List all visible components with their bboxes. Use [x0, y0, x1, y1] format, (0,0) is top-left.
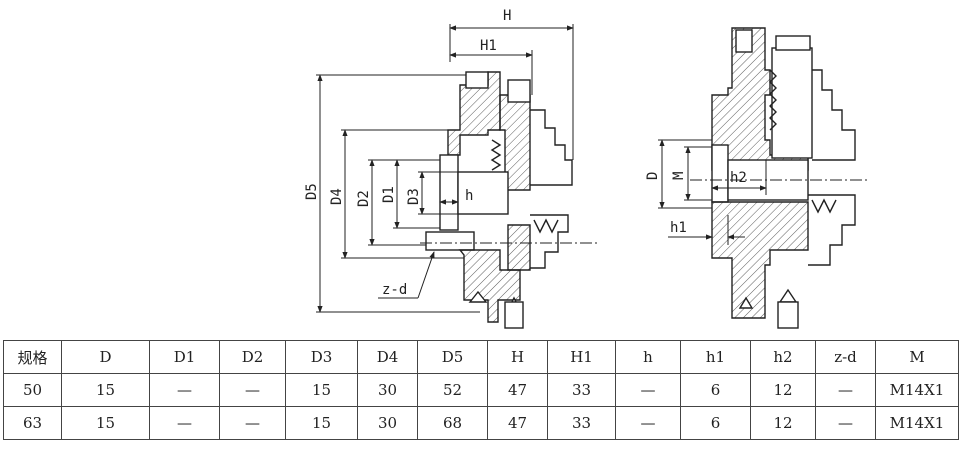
header-cell: D5: [417, 340, 488, 374]
table-cell: 15: [61, 406, 150, 440]
table-cell: —: [219, 373, 286, 407]
dim-label-h1: h1: [670, 220, 687, 236]
spec-table: 规格 D D1 D2 D3 D4 D5 H H1 h h1 h2 z-d M 5…: [3, 340, 959, 440]
dim-label-H: H: [503, 8, 511, 24]
header-cell: D2: [219, 340, 286, 374]
table-cell: M14X1: [875, 373, 959, 407]
header-cell: D3: [285, 340, 358, 374]
header-cell: h1: [680, 340, 751, 374]
table-cell: 15: [285, 373, 358, 407]
table-cell: 33: [547, 373, 616, 407]
header-cell: H: [487, 340, 548, 374]
header-cell: h: [615, 340, 681, 374]
header-cell: D1: [149, 340, 220, 374]
dim-label-D5: D5: [304, 183, 320, 200]
table-cell: 15: [285, 406, 358, 440]
table-cell: 12: [750, 406, 816, 440]
table-cell: 6: [680, 373, 751, 407]
header-cell: H1: [547, 340, 616, 374]
table-cell: —: [815, 373, 876, 407]
header-cell: h2: [750, 340, 816, 374]
table-cell: 6: [680, 406, 751, 440]
dim-label-D: D: [645, 172, 661, 180]
header-cell: D4: [357, 340, 418, 374]
technical-drawing: H H1 D5 D4 D2 D1 D3 h z-d: [304, 8, 870, 329]
table-cell: —: [615, 406, 681, 440]
table-header-row: 规格 D D1 D2 D3 D4 D5 H H1 h h1 h2 z-d M: [3, 340, 959, 374]
left-dimension-labels: H H1 D5 D4 D2 D1 D3 h z-d: [304, 8, 511, 298]
dim-label-D3: D3: [406, 188, 422, 205]
table-row: 50 15 — — 15 30 52 47 33 — 6 12 — M14X1: [3, 373, 959, 407]
table-row: 63 15 — — 15 30 68 47 33 — 6 12 — M14X1: [3, 406, 959, 440]
right-section-view: [690, 27, 870, 329]
left-section-view: [425, 71, 573, 329]
header-cell: D: [61, 340, 150, 374]
table-cell: 52: [417, 373, 488, 407]
table-cell: 63: [3, 406, 62, 440]
table-cell: —: [815, 406, 876, 440]
dim-label-h: h: [465, 188, 473, 204]
table-cell: 47: [487, 373, 548, 407]
header-cell: z-d: [815, 340, 876, 374]
table-cell: 15: [61, 373, 150, 407]
dim-label-D4: D4: [329, 188, 345, 205]
dim-label-H1: H1: [480, 38, 497, 54]
dim-label-z-d: z-d: [382, 282, 407, 298]
table-cell: —: [149, 406, 220, 440]
table-cell: 50: [3, 373, 62, 407]
table-cell: 33: [547, 406, 616, 440]
table-cell: 68: [417, 406, 488, 440]
header-cell: 规格: [3, 340, 62, 374]
table-cell: —: [615, 373, 681, 407]
right-dimension-labels: D M h2 h1: [645, 170, 747, 236]
table-cell: 30: [357, 373, 418, 407]
table-cell: —: [149, 373, 220, 407]
dim-label-D1: D1: [381, 186, 397, 203]
table-cell: M14X1: [875, 406, 959, 440]
table-cell: 12: [750, 373, 816, 407]
header-cell: M: [875, 340, 959, 374]
left-dimension-lines: [316, 24, 600, 313]
dim-label-h2: h2: [730, 170, 747, 186]
dim-label-M: M: [671, 172, 687, 180]
right-dimension-lines: [658, 139, 767, 245]
table-cell: 30: [357, 406, 418, 440]
table-cell: —: [219, 406, 286, 440]
table-cell: 47: [487, 406, 548, 440]
dim-label-D2: D2: [356, 190, 372, 207]
